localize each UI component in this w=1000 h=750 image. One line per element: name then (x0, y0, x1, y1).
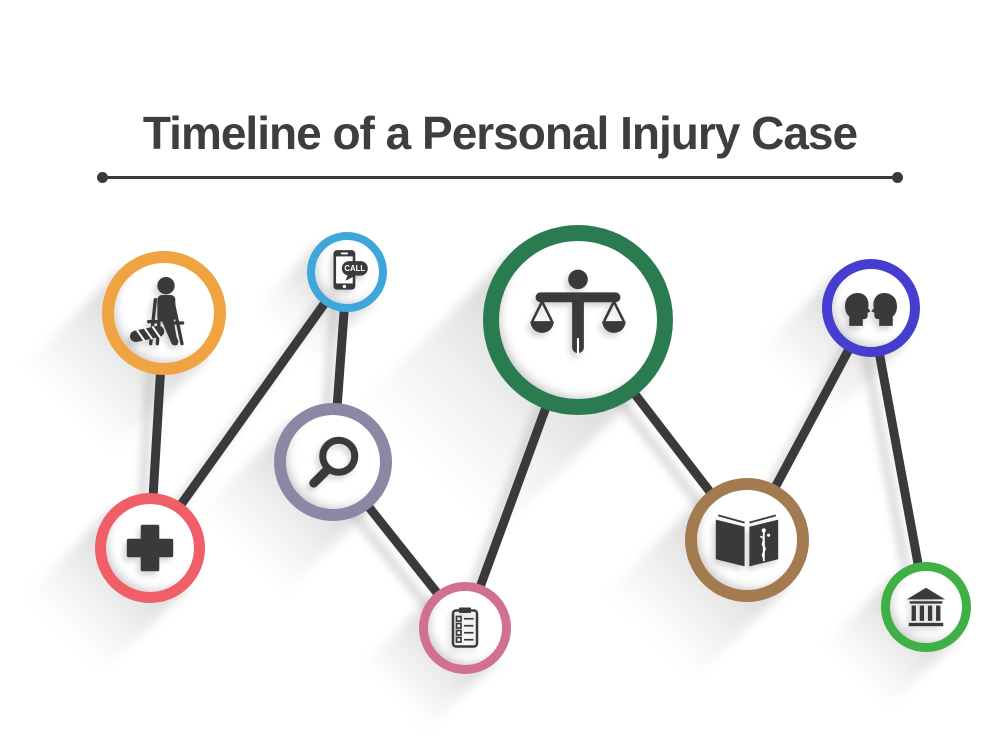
step-investigation-node (274, 403, 392, 521)
step-negotiation-node (822, 259, 920, 357)
call-bubble-text: CALL (344, 264, 365, 273)
scales-of-justice-icon (530, 269, 626, 355)
step-call-attorney-node: CALL (307, 232, 387, 312)
underline-dot-left (97, 172, 108, 183)
title-underline (97, 172, 903, 183)
courthouse-icon (906, 587, 946, 627)
phone-call-icon: CALL (333, 250, 368, 290)
page-title: Timeline of a Personal Injury Case (142, 107, 858, 159)
medical-cross-icon (126, 524, 174, 572)
clipboard-checklist-icon (451, 607, 479, 648)
step-claim-checklist-node (419, 582, 511, 674)
step-justice-scales-node (483, 225, 673, 415)
magnifier-icon (309, 436, 359, 488)
step-medical-records-node (685, 478, 809, 602)
medical-book-icon (715, 514, 779, 567)
underline-dot-right (892, 172, 903, 183)
step-courthouse-node (881, 562, 971, 652)
step-medical-treatment-node (95, 493, 205, 603)
talking-heads-icon (845, 292, 897, 326)
step-injury-node (102, 251, 226, 375)
injured-person-icon (129, 277, 185, 346)
